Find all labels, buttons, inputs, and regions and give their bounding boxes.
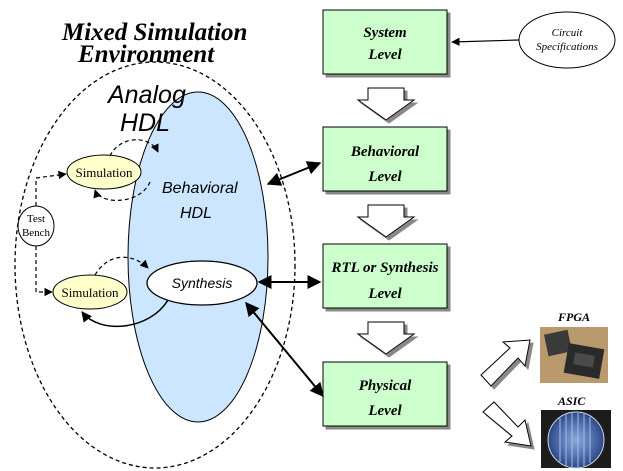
test-bench-label-2: Bench [22, 227, 51, 239]
simulation-bottom-node [52, 274, 128, 310]
circuit-spec-line-2: Specifications [536, 41, 598, 53]
down-arrow-1 [356, 87, 416, 121]
simulation-bottom-label: Simulation [61, 285, 119, 300]
down-arrow-2 [356, 204, 416, 238]
sim-bottom-to-synthesis [94, 256, 149, 276]
test-bench-node [17, 205, 55, 247]
level-rtl-line-1: RTL or Synthesis [331, 260, 439, 276]
sim-top-loop-lower [93, 181, 151, 202]
arrow-to-asic [482, 401, 532, 447]
asic-wafer-image [541, 410, 611, 469]
title-line-1: Mixed Simulation [61, 19, 247, 46]
simulation-top-label: Simulation [75, 165, 133, 180]
circuit-spec-node [518, 11, 616, 69]
sim-top-loop-upper [109, 139, 159, 157]
level-system-line-1: System [363, 25, 406, 41]
fpga-label: FPGA [557, 310, 590, 324]
synthesis-label: Synthesis [172, 275, 233, 291]
level-box-rtl: RTL or Synthesis Level [322, 243, 448, 309]
synthesis-to-physical-level [245, 301, 324, 398]
level-box-system: System Level [322, 9, 448, 75]
title-line-2: Environment [77, 41, 215, 68]
fpga-chip-image [540, 327, 608, 383]
level-system-line-2: Level [367, 47, 402, 63]
behavioral-hdl-label-1: Behavioral [162, 180, 238, 197]
level-behavioral-line-2: Level [367, 169, 402, 185]
circuit-spec-line-1: Circuit [552, 27, 584, 39]
level-box-behavioral: Behavioral Level [322, 126, 448, 192]
behavioral-hdl-label-2: HDL [180, 205, 212, 222]
arrow-to-fpga [480, 339, 531, 387]
level-behavioral-line-1: Behavioral [350, 144, 420, 160]
analog-hdl-label-2: HDL [120, 109, 170, 137]
behavioral-hdl-ellipse [127, 91, 269, 423]
analog-hdl-label-1: Analog [106, 81, 186, 109]
level-physical-line-1: Physical [359, 378, 412, 394]
down-arrow-3 [356, 321, 416, 355]
synthesis-to-sim-bottom [81, 299, 169, 328]
testbench-to-sim-top [35, 170, 67, 206]
test-bench-label-1: Test [27, 213, 45, 225]
behavioral-hdl-to-behavioral-level [266, 161, 322, 186]
level-box-physical: Physical Level [322, 361, 448, 427]
asic-label: ASIC [557, 394, 586, 408]
testbench-to-sim-bottom [35, 246, 53, 297]
simulation-top-node [66, 154, 142, 190]
level-rtl-line-2: Level [367, 286, 402, 302]
spec-to-system-arrow [451, 37, 520, 46]
level-physical-line-2: Level [367, 403, 402, 419]
analog-hdl-boundary [14, 61, 296, 469]
synthesis-node [146, 260, 258, 306]
